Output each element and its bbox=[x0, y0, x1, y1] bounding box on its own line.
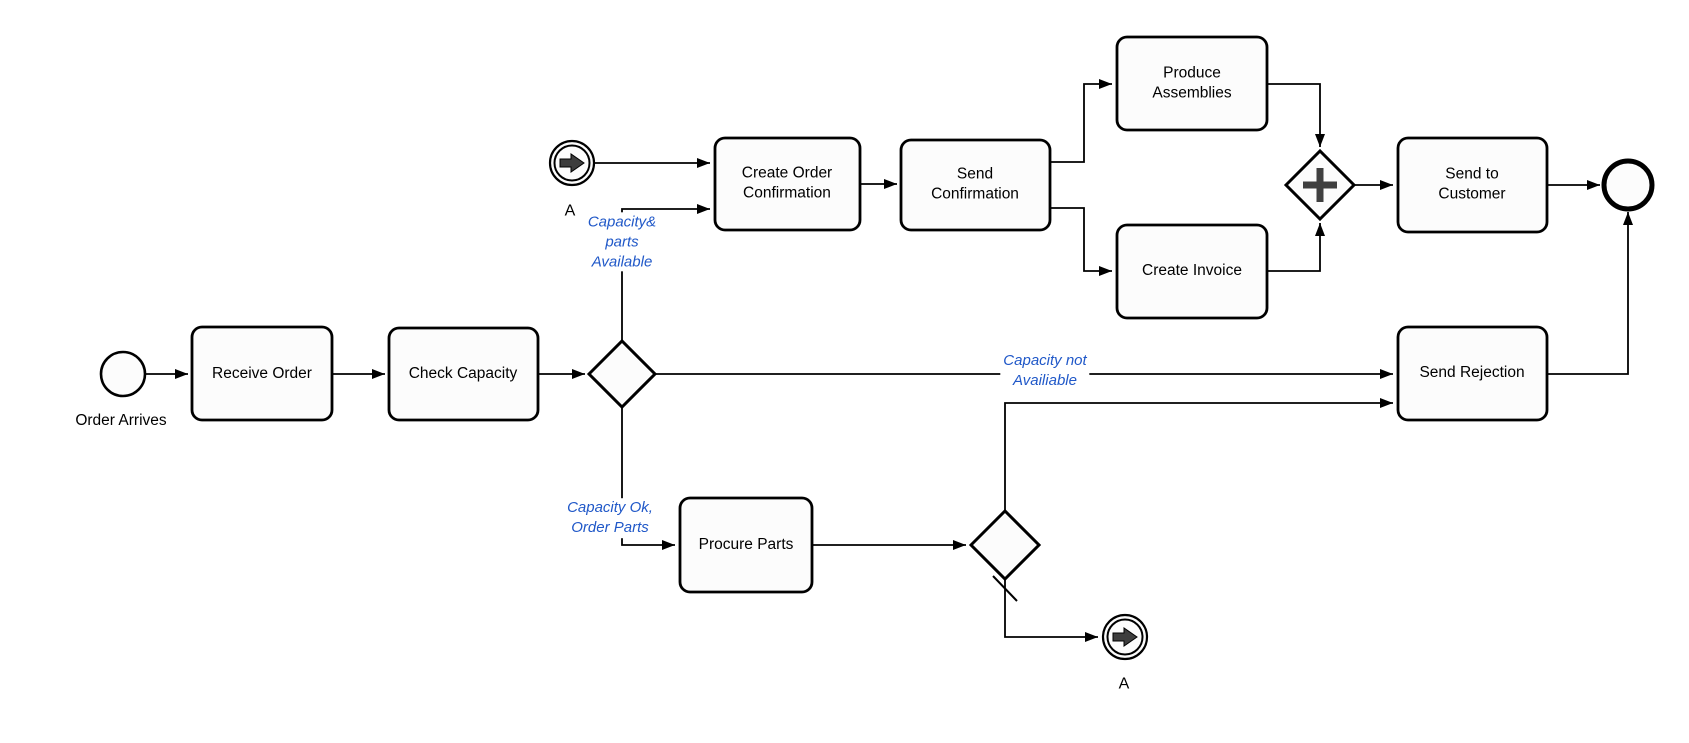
task-check-capacity bbox=[387, 326, 540, 422]
link-arrow-icon bbox=[559, 153, 585, 173]
link-arrow-icon bbox=[1112, 627, 1138, 647]
task-receive-order bbox=[190, 325, 334, 422]
flow-create-invoice-to-parallel-gateway bbox=[1267, 223, 1325, 272]
flow-send-rejection-to-end bbox=[1547, 212, 1633, 375]
task-create-invoice bbox=[1115, 223, 1269, 320]
flow-gateway-capacity-ok-order-parts bbox=[621, 407, 675, 550]
flow-gateway2-to-send-rejection bbox=[1004, 398, 1393, 511]
flow-produce-assemblies-to-parallel-gateway bbox=[1267, 83, 1325, 147]
flow-gateway2-default-to-link-a bbox=[1004, 579, 1098, 642]
parallel-gateway-join bbox=[1283, 148, 1357, 222]
task-procure-parts bbox=[678, 496, 814, 594]
exclusive-gateway-parts bbox=[968, 508, 1042, 582]
link-event-top bbox=[548, 139, 596, 187]
task-send-to-customer bbox=[1396, 136, 1549, 234]
start-event-circle bbox=[99, 350, 147, 398]
flow-send-confirmation-to-produce-assemblies bbox=[1050, 79, 1112, 163]
end-event-circle bbox=[1601, 158, 1655, 212]
flow-gateway-capacity-available bbox=[621, 204, 710, 341]
task-send-rejection bbox=[1396, 325, 1549, 422]
task-produce-assemblies bbox=[1115, 35, 1269, 132]
task-send-confirmation bbox=[899, 138, 1052, 232]
link-event-bottom bbox=[1101, 613, 1149, 661]
default-flow-slash-marker bbox=[992, 575, 1018, 602]
flow-send-confirmation-to-create-invoice bbox=[1050, 207, 1112, 276]
task-create-order-confirmation bbox=[713, 136, 862, 232]
exclusive-gateway-capacity bbox=[586, 338, 658, 410]
